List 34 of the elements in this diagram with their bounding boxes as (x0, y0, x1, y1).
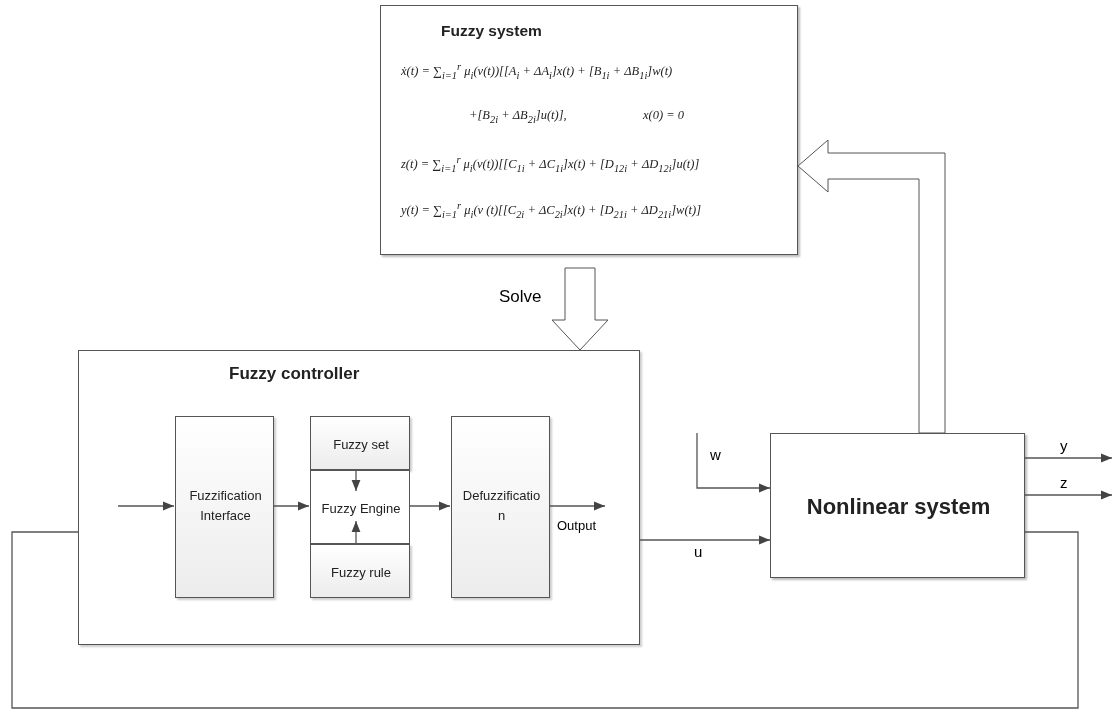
edge-label: Output (555, 518, 599, 533)
process-box (310, 416, 410, 470)
box-label: Fuzzification Interface (188, 487, 263, 525)
block-arrow (551, 267, 609, 351)
box-label: Fuzzy set (332, 436, 390, 454)
heading: Fuzzy controller (229, 364, 360, 384)
arrow (1024, 453, 1113, 463)
process-box (310, 470, 410, 544)
equation: ẋ(t) = ∑$_{i=1}$$^{r}$ μ$_{i}$(ν(t))[[A$_{i}$ + ΔA$_{i}$]x(t) + [B$_{1i}$ + ΔB$_{1i}$]w(t) (401, 61, 673, 81)
arrow (639, 535, 771, 545)
box-label: Fuzzy Engine (320, 500, 402, 518)
arrow (696, 432, 771, 493)
controller-panel (78, 350, 640, 645)
process-box (175, 416, 274, 598)
equation: +[B$_{2i}$ + ΔB$_{2i}$]u(t)], (469, 108, 567, 125)
box-label: Defuzzificatio n (461, 487, 542, 525)
arrow (548, 501, 606, 511)
process-box (451, 416, 550, 598)
process-box (310, 544, 410, 598)
feedback-line (11, 531, 1079, 709)
arrow (272, 501, 310, 511)
arrow (1024, 490, 1113, 500)
box-label: Nonlinear system (805, 493, 992, 520)
process-box (770, 433, 1025, 578)
arrow (351, 520, 361, 544)
block-arrow (797, 139, 946, 434)
arrow (117, 501, 175, 511)
equation: z(t) = ∑$_{i=1}$$^{r}$ μ$_{i}$(ν(t))[[C$_{1i}$ + ΔC$_{1i}$]x(t) + [D$_{12i}$ + ΔD$_{12i}$]u(t)] (401, 154, 700, 174)
equation: x(0) = 0 (643, 108, 685, 123)
box-label: Fuzzy rule (330, 564, 392, 582)
system-panel (380, 5, 798, 255)
equation: y(t) = ∑$_{i=1}$$^{r}$ μ$_{i}$(ν (t)[[C$_{2i}$ + ΔC$_{2i}$]x(t) + [D$_{21i}$ + ΔD$_{21i}$]w(t)] (401, 200, 702, 220)
heading: Fuzzy system (441, 22, 542, 40)
arrow (408, 501, 451, 511)
